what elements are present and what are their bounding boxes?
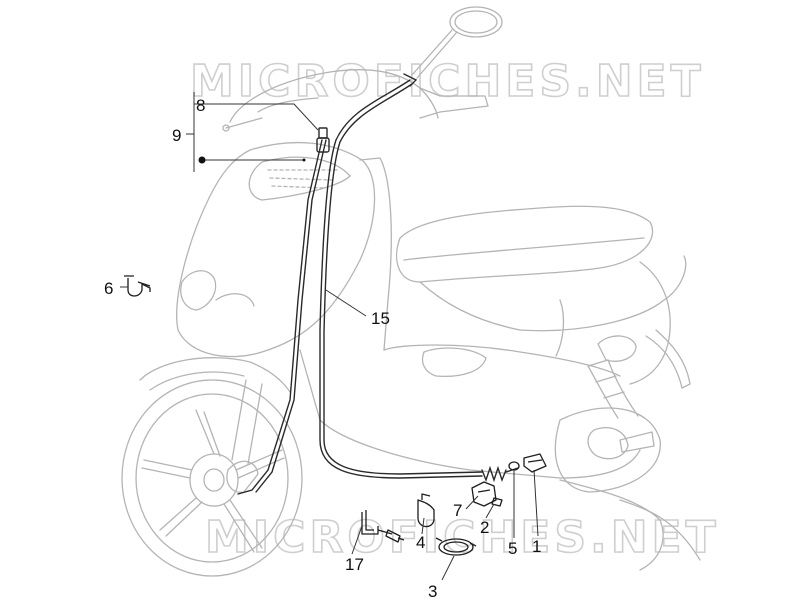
front-wheel-spokes [143,409,283,549]
watermark-bottom: MICROFICHES.NET [205,512,720,563]
callout-7: 7 [453,501,463,520]
part-7-clip [471,481,497,507]
front-brake-disc [189,453,239,507]
rear-body [419,255,687,332]
part-1-drive-gear [523,453,547,473]
part-6-bracket [127,278,151,297]
rear-shock [587,359,639,419]
leader-4 [421,517,425,535]
leader-8 [194,103,319,131]
headlight [180,270,217,311]
tail-light [597,335,637,362]
mirror-head [449,6,503,38]
leader-lines [120,92,539,581]
rear-wheel [559,479,664,571]
callout-3: 3 [428,582,438,600]
leader-1 [533,469,539,537]
front-wheel-tire [121,379,303,577]
speedometer-cable [237,73,519,495]
watermark-top: MICROFICHES.NET [190,56,705,107]
part-3-clamp [438,538,474,556]
callout-5: 5 [508,539,518,558]
leader-17 [351,525,363,555]
left-grip [225,117,263,129]
callout-4: 4 [416,533,426,552]
seat [396,205,654,283]
part-4-clip [417,499,435,528]
callout-17: 17 [345,555,364,574]
parts-group [124,275,547,556]
cable-spring-coil [481,465,507,483]
front-fender [139,357,291,393]
leader-15 [325,289,367,317]
storage-panel [421,347,487,378]
callout-8: 8 [196,96,206,115]
front-shield [176,142,376,358]
mirror-stem [411,29,453,76]
callout-15: 15 [371,309,390,328]
part-2-screw [491,497,503,507]
scooter-outline [121,6,701,577]
bracket-9-dot [198,156,206,164]
leader-3 [441,555,455,581]
front-grille [248,156,351,201]
cable-front-run [237,139,323,495]
floorboard [299,349,641,479]
leader-2 [485,503,495,519]
cable-main-run [319,79,483,479]
callout-2: 2 [480,518,490,537]
front-caliper [226,460,259,493]
front-fork [231,379,263,465]
callout-9: 9 [172,126,182,145]
callout-6: 6 [104,279,114,298]
leader-7 [465,495,479,510]
part-17-screw [385,529,401,543]
callout-1: 1 [532,537,542,556]
engine-case [554,407,661,493]
